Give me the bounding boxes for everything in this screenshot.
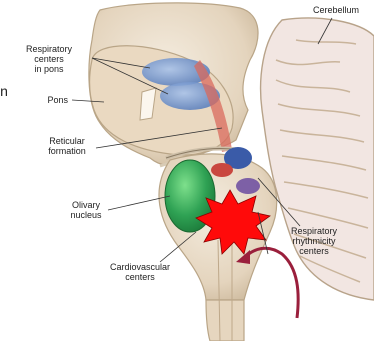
spinal-cord <box>206 300 244 341</box>
label-cardiovascular-centers: Cardiovascular centers <box>98 262 182 282</box>
label-respiratory-rhythmicity: Respiratory rhythmicity centers <box>278 226 350 256</box>
label-pons: Pons <box>28 95 68 105</box>
label-olivary-nucleus: Olivary nucleus <box>62 200 110 220</box>
reticular-red-spot <box>211 163 233 177</box>
label-cut-letter: n <box>0 86 8 96</box>
label-reticular-formation: Reticular formation <box>38 136 96 156</box>
respiratory-center-purple <box>236 178 260 194</box>
label-cerebellum: Cerebellum <box>304 5 368 15</box>
label-respiratory-centers-pons: Respiratory centers in pons <box>6 44 92 74</box>
